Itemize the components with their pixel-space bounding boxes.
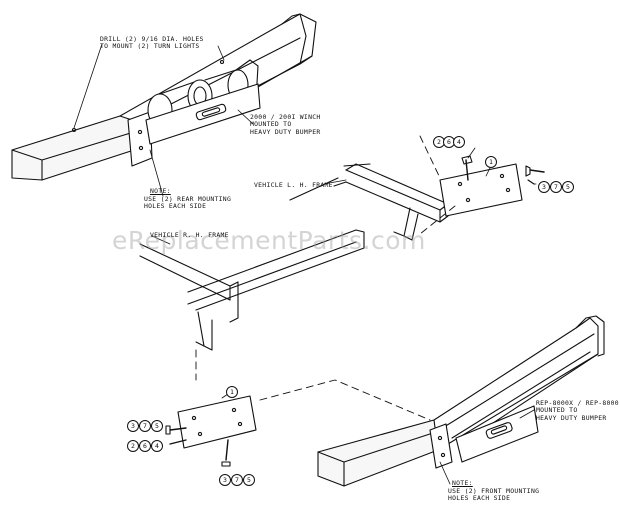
rh-frame-label: VEHICLE R. H. FRAME [150,231,229,239]
frame-leader-lines [151,179,347,245]
bottom-leader-lines [439,409,535,485]
callout-5-lower-c: 5 [243,474,255,486]
callout-5-upper: 5 [562,181,574,193]
callout-7-lower-a: 7 [139,420,151,432]
callout-3-lower-a: 3 [127,420,139,432]
callout-3-lower-c: 3 [219,474,231,486]
watermark: eReplacementParts.com [112,226,426,255]
note-title-bottom: NOTE: [452,479,473,487]
callout-5-lower-a: 5 [151,420,163,432]
rep-mounted-label: REP-8000X / REP-8000 MOUNTED TO HEAVY DU… [536,399,619,422]
note-title-top: NOTE: [150,187,171,195]
lower-left-bracket [165,395,257,467]
drill-holes-label: DRILL (2) 9/16 DIA. HOLES TO MOUNT (2) T… [100,35,204,51]
alignment-dashes [195,135,456,421]
front-mounting-note: USE (2) FRONT MOUNTING HOLES EACH SIDE [448,487,540,503]
callout-3-upper: 3 [538,181,550,193]
callout-4-lower: 4 [151,440,163,452]
callout-6-lower: 6 [139,440,151,452]
upper-right-bracket [439,155,545,217]
lh-frame-label: VEHICLE L. H. FRAME [254,181,333,189]
callout-bracket-lower: 1 [226,386,238,398]
callout-7-upper: 7 [550,181,562,193]
callout-2-lower: 2 [127,440,139,452]
rear-mounting-note: USE (2) REAR MOUNTING HOLES EACH SIDE [144,195,232,211]
callout-4-upper: 4 [453,136,465,148]
bottom-bumper [317,315,605,487]
vehicle-frame [139,163,449,351]
upper-right-leader-lines [467,147,537,185]
winch [145,59,261,145]
winch-mounted-label: 2000 / 200I WINCH MOUNTED TO HEAVY DUTY … [250,113,321,136]
callout-bracket-upper: 1 [485,156,497,168]
callout-7-lower-c: 7 [231,474,243,486]
top-leader-lines [73,43,254,197]
